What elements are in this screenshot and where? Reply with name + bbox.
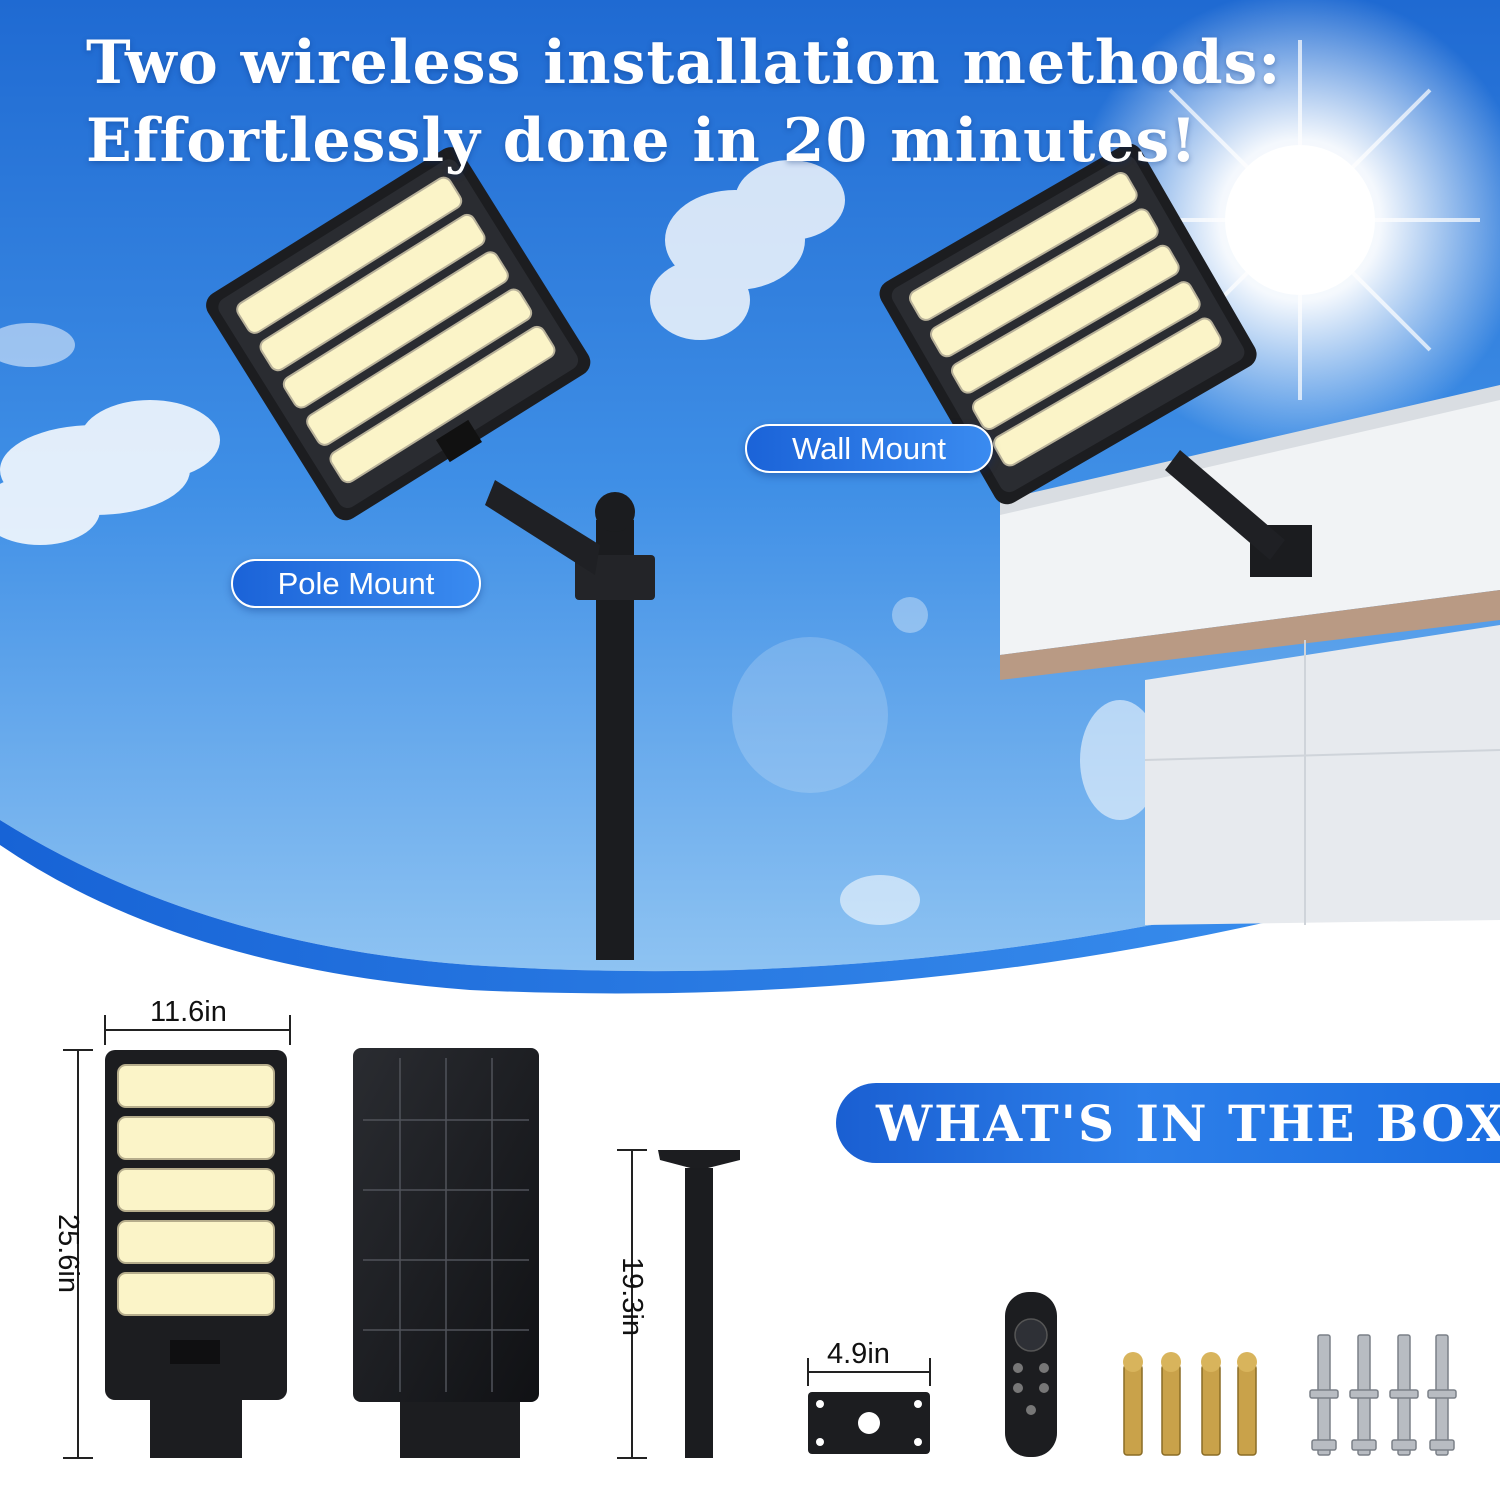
banner-text: WHAT'S IN THE BOX <box>876 1093 1500 1153</box>
solar-panel-icon <box>353 1048 539 1458</box>
arm-dimension-line <box>617 1149 647 1459</box>
headline-line-1: Two wireless installation methods: <box>86 28 1282 98</box>
width-dimension-line <box>104 1015 291 1045</box>
width-label: 11.6in <box>150 996 227 1028</box>
mounting-arm-icon <box>658 1150 740 1458</box>
wave-divider <box>0 820 1500 994</box>
wall-mount-label: Wall Mount <box>745 424 993 473</box>
headline: Two wireless installation methods: Effor… <box>86 24 1281 180</box>
street-light-icon <box>105 1050 287 1458</box>
cloud-icon <box>840 700 1160 925</box>
cloud-icon <box>650 160 845 340</box>
bracket-width-label: 4.9in <box>827 1338 890 1370</box>
cloud-icon <box>0 323 220 545</box>
expansion-bolt-icon <box>1123 1352 1257 1456</box>
screw-icon <box>1309 1334 1457 1456</box>
height-dimension-line <box>63 1049 93 1459</box>
lens-flare <box>732 637 888 793</box>
arm-length-label: 19.3in <box>616 1256 649 1337</box>
bracket-icon <box>808 1392 930 1454</box>
lens-flare <box>892 597 928 633</box>
remote-control-icon <box>1005 1292 1057 1457</box>
headline-line-2: Effortlessly done in 20 minutes! <box>86 106 1198 176</box>
height-label: 25.6in <box>52 1213 85 1294</box>
whats-in-the-box-banner: WHAT'S IN THE BOX <box>836 1083 1500 1163</box>
pole-mounted-light <box>206 147 655 960</box>
wall-mounted-light <box>879 143 1312 577</box>
bracket-dimension-line <box>807 1358 931 1386</box>
pole-mount-label: Pole Mount <box>231 559 481 608</box>
